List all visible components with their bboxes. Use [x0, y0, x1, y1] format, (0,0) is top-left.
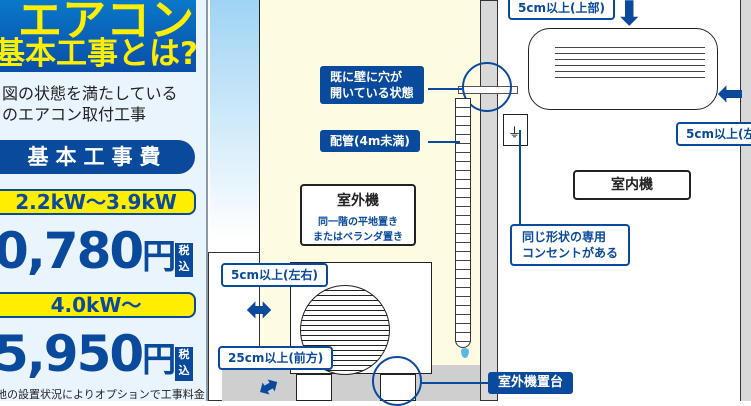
tier2-range: 4.0kW〜 — [0, 292, 196, 318]
leader-line — [428, 88, 462, 90]
fee-heading: 基本工事費 — [0, 140, 195, 174]
tier1-range: 2.2kW〜3.9kW — [0, 189, 196, 215]
indoor-unit-vent — [555, 42, 705, 82]
outlet-label-line2: コンセントがある — [522, 246, 619, 260]
plug-icon: ⏚ — [508, 126, 522, 141]
footnote: 地の設置状況によりオプションで工事料金 — [0, 388, 205, 401]
wall-hole-highlight — [462, 62, 512, 112]
tier2-price: 5,950円 — [0, 325, 176, 383]
hole-label-line1: 既に壁に穴が — [330, 70, 403, 84]
outdoor-title: 室外機 — [337, 193, 379, 209]
pricing-panel: エアコン 基本工事とは? 図の状態を満たしている のエアコン取付工事 基本工事費… — [0, 0, 208, 401]
unit-stand — [296, 374, 332, 401]
hole-label: 既に壁に穴が開いている状態 — [320, 66, 424, 104]
water-drop-icon — [461, 348, 469, 358]
wall-section — [480, 0, 498, 401]
front-clearance: 25cm以上(前方) — [218, 346, 334, 370]
stand-label: 室外機置台 — [488, 372, 574, 394]
pipe-label: 配管(4m未満) — [320, 130, 420, 152]
arrow-down-icon: ⬇ — [615, 0, 644, 34]
outdoor-sub2: またはベランダ置き — [313, 232, 403, 243]
yen-sign: 円 — [142, 237, 176, 277]
tier1-price: 0,780円 — [0, 222, 176, 280]
outlet-label-line1: 同じ形状の専用 — [522, 230, 607, 244]
outlet-label: 同じ形状の専用コンセントがある — [510, 224, 631, 266]
desc-line1: 図の状態を満たしている — [2, 84, 178, 103]
desc-line2: のエアコン取付工事 — [2, 105, 147, 124]
stand-highlight — [372, 356, 422, 406]
tax-included-badge: 税込 — [175, 347, 193, 381]
leader-line — [428, 141, 460, 143]
tax-included-badge: 税込 — [175, 243, 193, 277]
double-arrow-horizontal-icon: ⬌ — [246, 290, 273, 328]
outdoor-unit-label: 室外機 同一階の平地置き またはベランダ置き — [300, 184, 416, 246]
arrow-left-icon: ⬅ — [717, 74, 744, 112]
tier2-price-value: 5,950 — [0, 325, 144, 383]
title-line1: エアコン — [18, 0, 194, 46]
indoor-side-clearance: 5cm以上(左右 — [676, 122, 751, 146]
outdoor-side-clearance: 5cm以上(左右) — [221, 263, 328, 287]
right-wall — [740, 0, 751, 401]
top-clearance: 5cm以上(上部) — [508, 0, 615, 20]
piping-cover — [455, 98, 471, 348]
outlet-plate — [503, 114, 528, 146]
yen-sign: 円 — [142, 340, 176, 380]
hole-label-line2: 開いている状態 — [330, 86, 414, 100]
tier1-price-value: 0,780 — [0, 222, 144, 280]
leader-line — [420, 382, 488, 384]
title-banner: エアコン 基本工事とは? — [0, 0, 198, 72]
outdoor-sub1: 同一階の平地置き — [318, 217, 398, 228]
leader-line — [519, 130, 521, 230]
indoor-unit-label: 室内機 — [573, 170, 691, 200]
title-line2: 基本工事とは? — [0, 36, 198, 72]
